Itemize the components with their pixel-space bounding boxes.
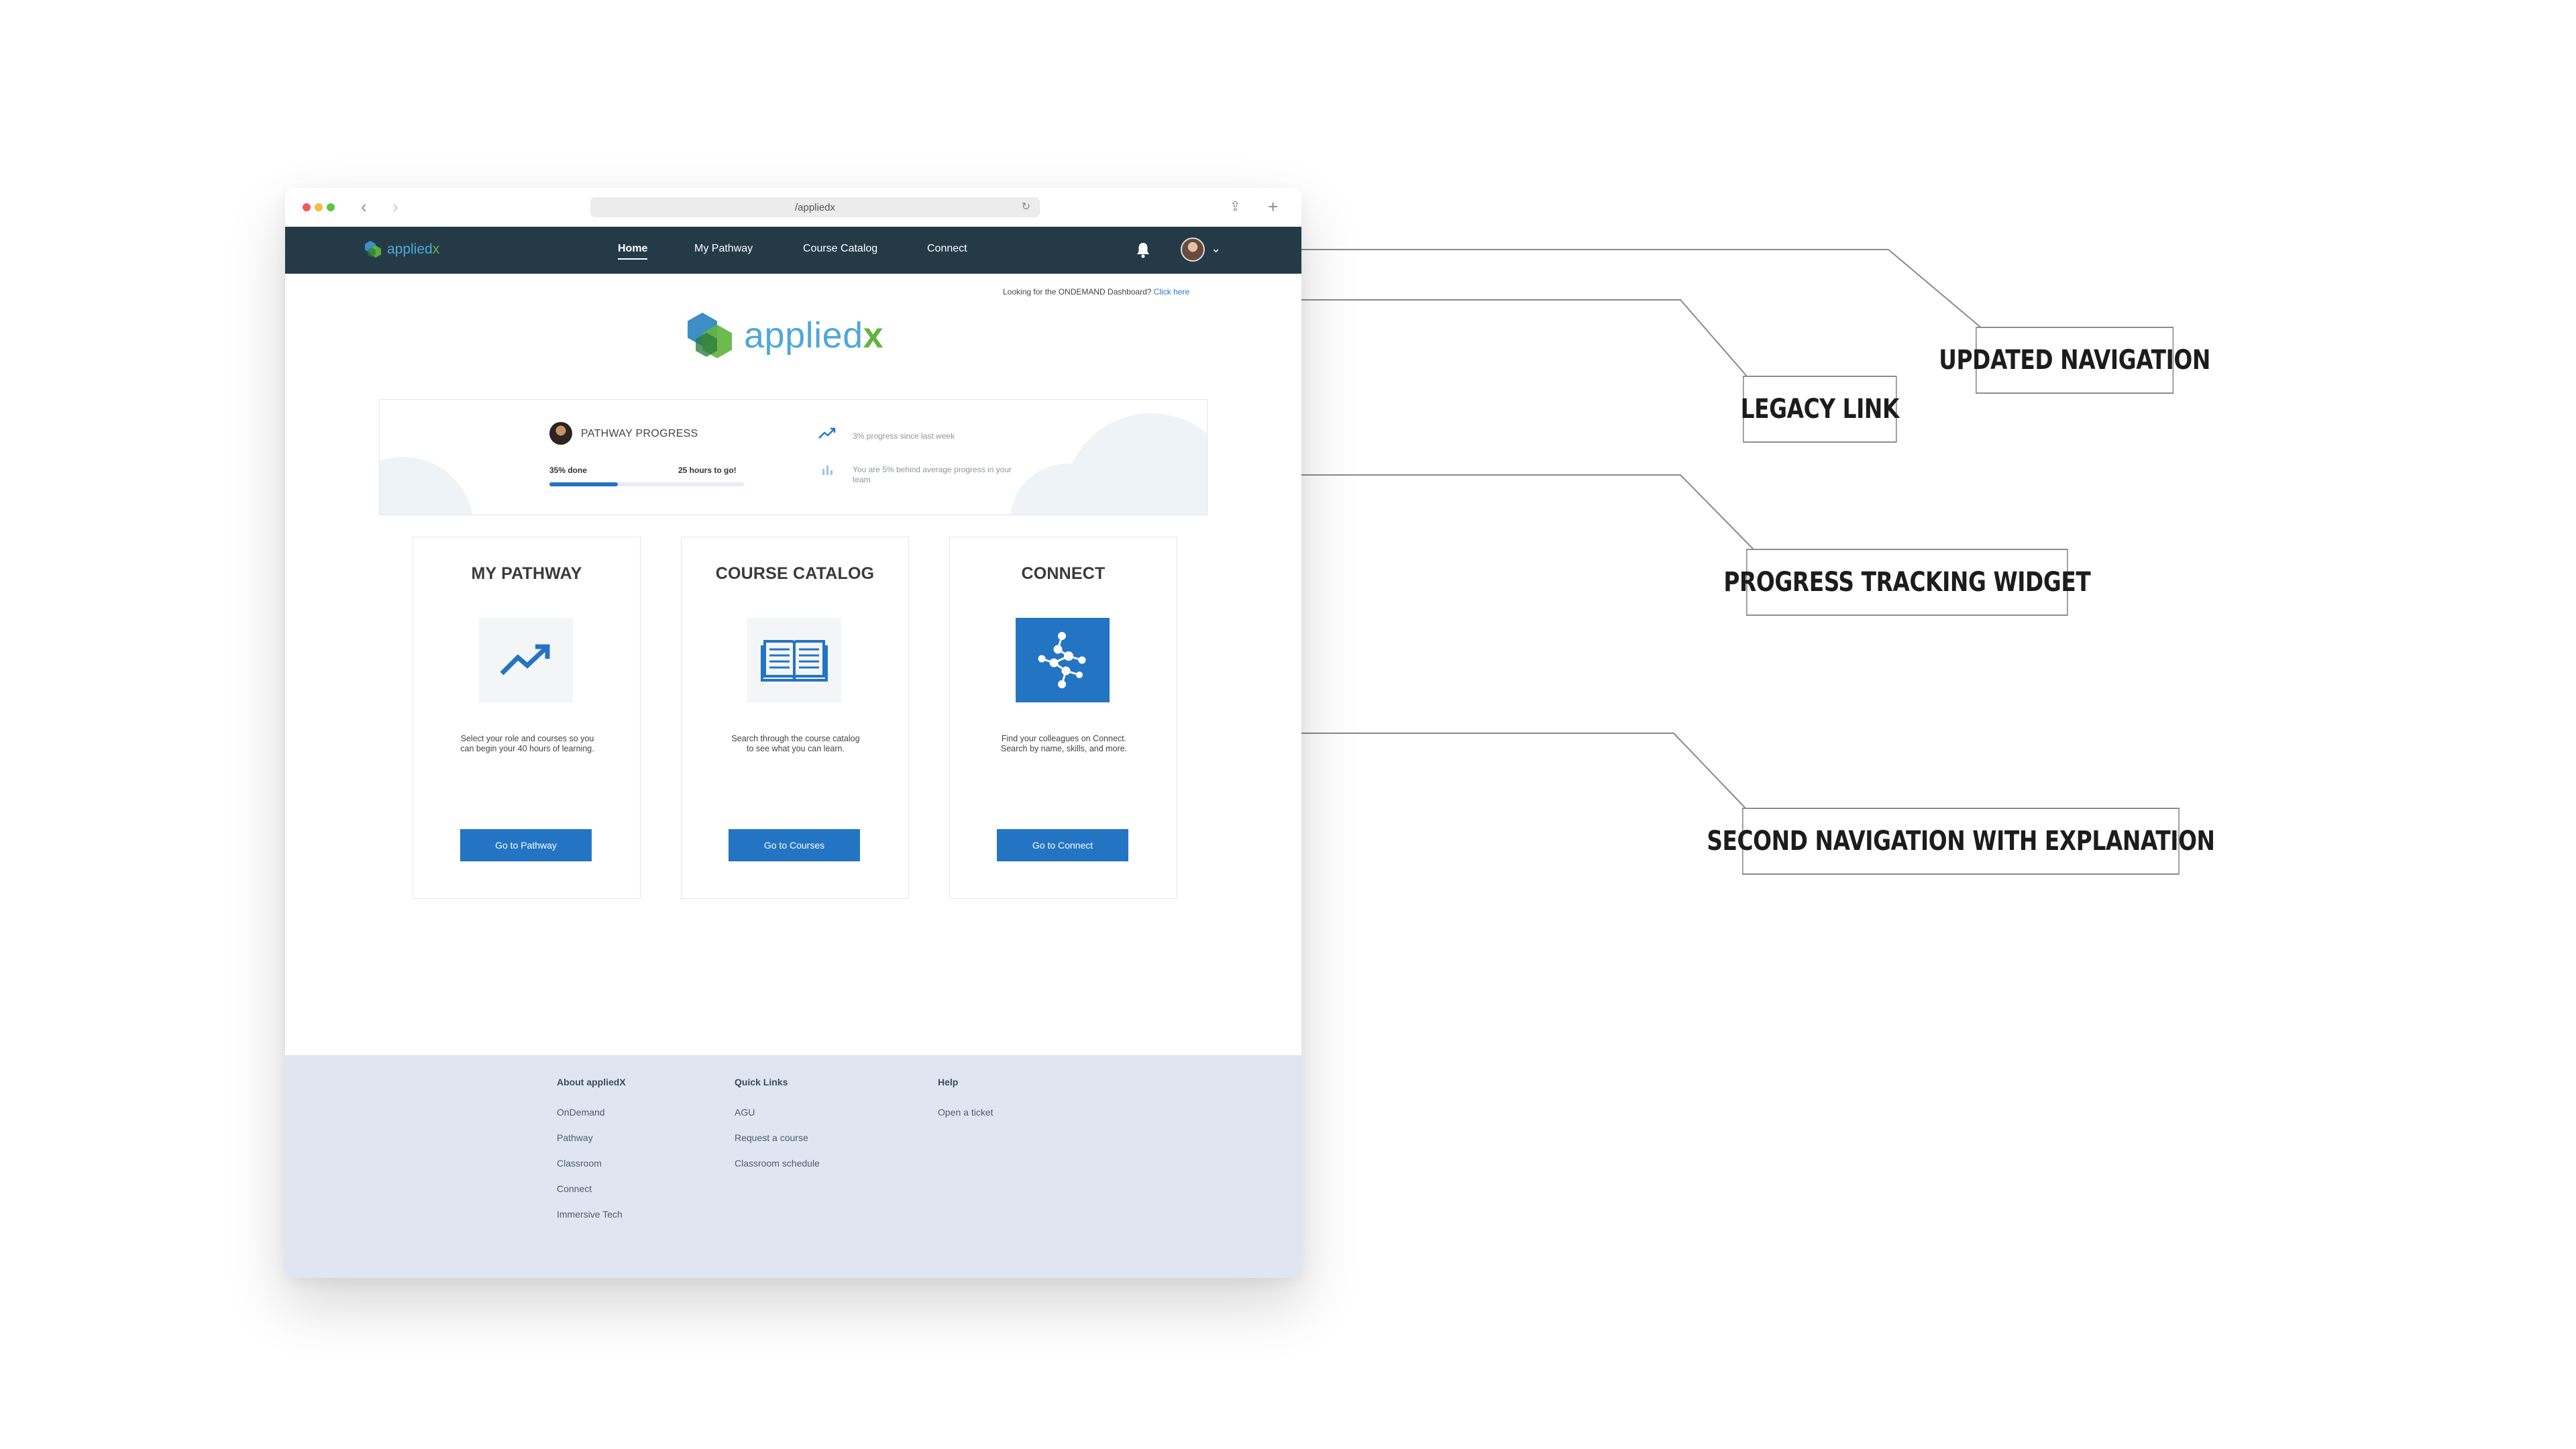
footer-link-classroom-schedule[interactable]: Classroom schedule — [735, 1158, 820, 1169]
card-course-catalog: COURSE CATALOG Search through the course… — [681, 537, 909, 899]
card-title: MY PATHWAY — [471, 564, 582, 583]
card-icon-tile — [479, 618, 573, 702]
card-description: Search through the course catalog to see… — [731, 734, 860, 753]
card-description: Select your role and courses so you can … — [460, 734, 594, 753]
nav-link-course-catalog[interactable]: Course Catalog — [803, 243, 878, 254]
chevron-down-icon[interactable]: ⌄ — [1211, 241, 1222, 255]
callout-progress-tracking-widget: PROGRESS TRACKING WIDGET — [1723, 549, 2091, 616]
footer-link-open-ticket[interactable]: Open a ticket — [938, 1107, 994, 1118]
card-icon-tile — [747, 618, 841, 702]
brand-logo-small[interactable]: appliedx — [362, 239, 439, 260]
callout-updated-navigation: UPDATED NAVIGATION — [1939, 327, 2210, 394]
legacy-dashboard-link[interactable]: Click here — [1153, 287, 1190, 297]
go-to-pathway-button[interactable]: Go to Pathway — [460, 829, 592, 861]
share-icon[interactable]: ⇪ — [1230, 199, 1241, 214]
go-to-courses-button[interactable]: Go to Courses — [729, 829, 860, 861]
card-title: COURSE CATALOG — [715, 564, 875, 583]
footer-heading: Help — [938, 1077, 959, 1087]
footer-heading: About appliedX — [557, 1077, 626, 1087]
trend-up-icon — [818, 427, 836, 439]
progress-stat-weekly: 3% progress since last week — [853, 431, 955, 441]
footer-link-agu[interactable]: AGU — [735, 1107, 755, 1118]
reload-icon[interactable]: ↻ — [1021, 201, 1030, 213]
hexagon-logo-large-icon — [688, 313, 732, 358]
footer-heading: Quick Links — [735, 1077, 788, 1087]
site-footer: About appliedX OnDemand Pathway Classroo… — [285, 1055, 1301, 1278]
browser-window: ‹ › /appliedx ↻ ⇪ + appliedx Home My Pat… — [285, 188, 1301, 1278]
go-to-connect-button[interactable]: Go to Connect — [997, 829, 1128, 861]
back-icon[interactable]: ‹ — [361, 197, 367, 217]
legacy-dashboard-prompt: Looking for the ONDEMAND Dashboard? Clic… — [1003, 287, 1189, 297]
user-avatar — [549, 422, 572, 445]
decorative-blob — [1064, 413, 1207, 515]
callout-second-navigation: SECOND NAVIGATION WITH EXPLANATION — [1707, 808, 2215, 875]
browser-toolbar: ‹ › /appliedx ↻ ⇪ + — [285, 188, 1301, 227]
card-my-pathway: MY PATHWAY Select your role and courses … — [413, 537, 641, 899]
nav-link-my-pathway[interactable]: My Pathway — [694, 243, 753, 254]
bell-icon[interactable] — [1136, 241, 1150, 259]
footer-link-ondemand[interactable]: OnDemand — [557, 1107, 605, 1118]
progress-title: PATHWAY PROGRESS — [581, 428, 698, 439]
progress-hours-label: 25 hours to go! — [678, 466, 737, 475]
card-icon-tile — [1016, 618, 1110, 702]
progress-done-label: 35% done — [549, 466, 588, 475]
hexagon-logo-icon — [365, 241, 381, 258]
footer-link-pathway[interactable]: Pathway — [557, 1132, 593, 1143]
brand-name-small: appliedx — [387, 241, 440, 257]
callout-legacy-link: LEGACY LINK — [1741, 376, 1899, 443]
forward-icon[interactable]: › — [392, 197, 398, 217]
nav-link-home[interactable]: Home — [618, 243, 648, 260]
card-connect: CONNECT Find your colleagues on Conne — [949, 537, 1177, 899]
progress-bar-fill — [549, 482, 618, 486]
new-tab-icon[interactable]: + — [1268, 197, 1279, 217]
address-bar[interactable]: /appliedx ↻ — [590, 197, 1040, 217]
footer-link-immersive-tech[interactable]: Immersive Tech — [557, 1209, 623, 1220]
nav-link-connect[interactable]: Connect — [927, 243, 967, 254]
brand-name-large: appliedx — [744, 315, 884, 356]
footer-column-about: About appliedX OnDemand Pathway Classroo… — [557, 1077, 626, 1227]
address-bar-url: /appliedx — [794, 201, 836, 213]
window-zoom-button[interactable] — [327, 203, 335, 211]
footer-column-help: Help Open a ticket — [938, 1077, 994, 1125]
user-avatar[interactable] — [1181, 237, 1205, 262]
footer-link-classroom[interactable]: Classroom — [557, 1158, 602, 1169]
brand-logo-large: appliedx — [681, 309, 883, 362]
progress-bar — [549, 482, 744, 486]
window-close-button[interactable] — [303, 203, 311, 211]
legacy-prompt-text: Looking for the ONDEMAND Dashboard? — [1003, 287, 1152, 297]
card-description: Find your colleagues on Connect. Search … — [1000, 734, 1128, 753]
bar-chart-icon — [822, 466, 833, 475]
footer-column-quick-links: Quick Links AGU Request a course Classro… — [735, 1077, 820, 1176]
top-navigation: appliedx Home My Pathway Course Catalog … — [285, 227, 1301, 274]
footer-link-request-course[interactable]: Request a course — [735, 1132, 808, 1143]
pathway-progress-widget: PATHWAY PROGRESS 35% done 25 hours to go… — [379, 399, 1208, 515]
network-icon — [1038, 632, 1086, 688]
card-title: CONNECT — [1021, 564, 1106, 583]
progress-stat-team: You are 5% behind average progress in yo… — [853, 465, 1012, 484]
decorative-blob — [380, 457, 474, 515]
trend-up-icon — [500, 644, 550, 676]
window-minimize-button[interactable] — [315, 203, 323, 211]
book-icon — [761, 640, 828, 682]
footer-link-connect[interactable]: Connect — [557, 1183, 592, 1194]
